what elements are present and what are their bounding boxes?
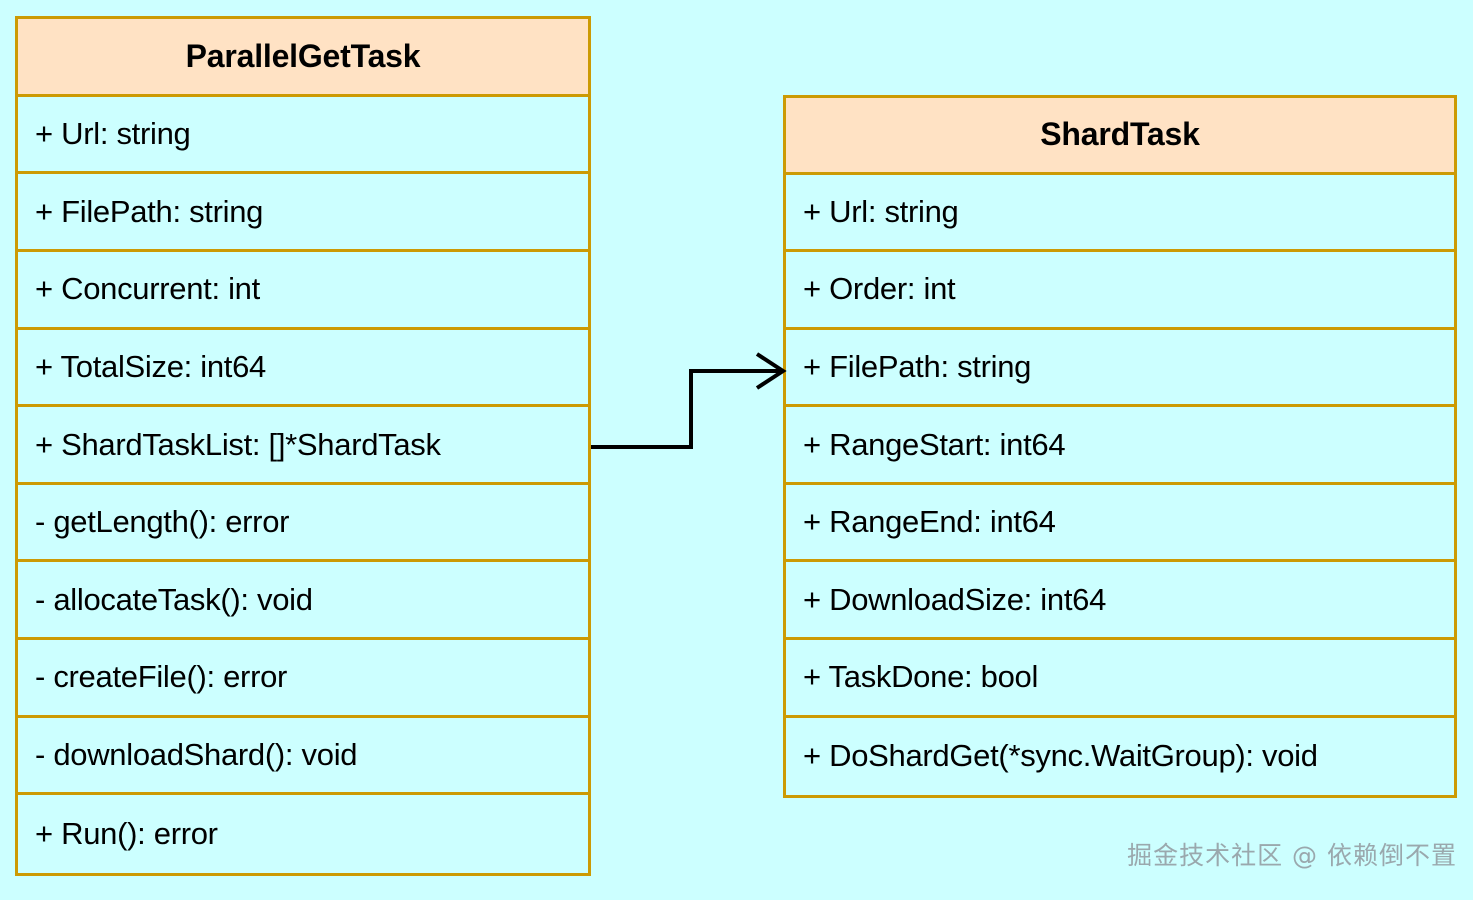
class-title-parallelgettask: ParallelGetTask (18, 19, 588, 97)
class-member-row: - createFile(): error (18, 640, 588, 718)
class-member-row: - getLength(): error (18, 485, 588, 563)
class-member-row: + DoShardGet(*sync.WaitGroup): void (803, 738, 1318, 774)
class-member-row: + TotalSize: int64 (18, 330, 588, 408)
uml-class-parallelgettask[interactable]: ParallelGetTask + Url: string + FilePath… (15, 16, 591, 876)
class-member-row: + Run(): error (35, 816, 218, 852)
class-member-row: - downloadShard(): void (18, 718, 588, 796)
watermark-text: 掘金技术社区 @ 依赖倒不置 (1127, 841, 1457, 870)
class-member-row: + TaskDone: bool (786, 640, 1454, 718)
class-member-row: + Url: string (786, 175, 1454, 253)
class-member-row: + ShardTaskList: []*ShardTask (18, 407, 588, 485)
class-member-row: + DownloadSize: int64 (786, 562, 1454, 640)
class-member-row: + Url: string (18, 97, 588, 175)
uml-class-shardtask[interactable]: ShardTask + Url: string + Order: int + F… (783, 95, 1457, 798)
class-member-row: + FilePath: string (18, 174, 588, 252)
class-member-row: + RangeStart: int64 (786, 407, 1454, 485)
class-member-row: + FilePath: string (786, 330, 1454, 408)
connector-arrowhead-icon (755, 352, 787, 390)
connector-line (591, 369, 781, 449)
class-member-row: + Order: int (786, 252, 1454, 330)
class-member-row: - allocateTask(): void (18, 562, 588, 641)
class-member-row: + RangeEnd: int64 (786, 485, 1454, 563)
class-member-row: + Concurrent: int (18, 252, 588, 330)
class-title-shardtask: ShardTask (786, 98, 1454, 175)
